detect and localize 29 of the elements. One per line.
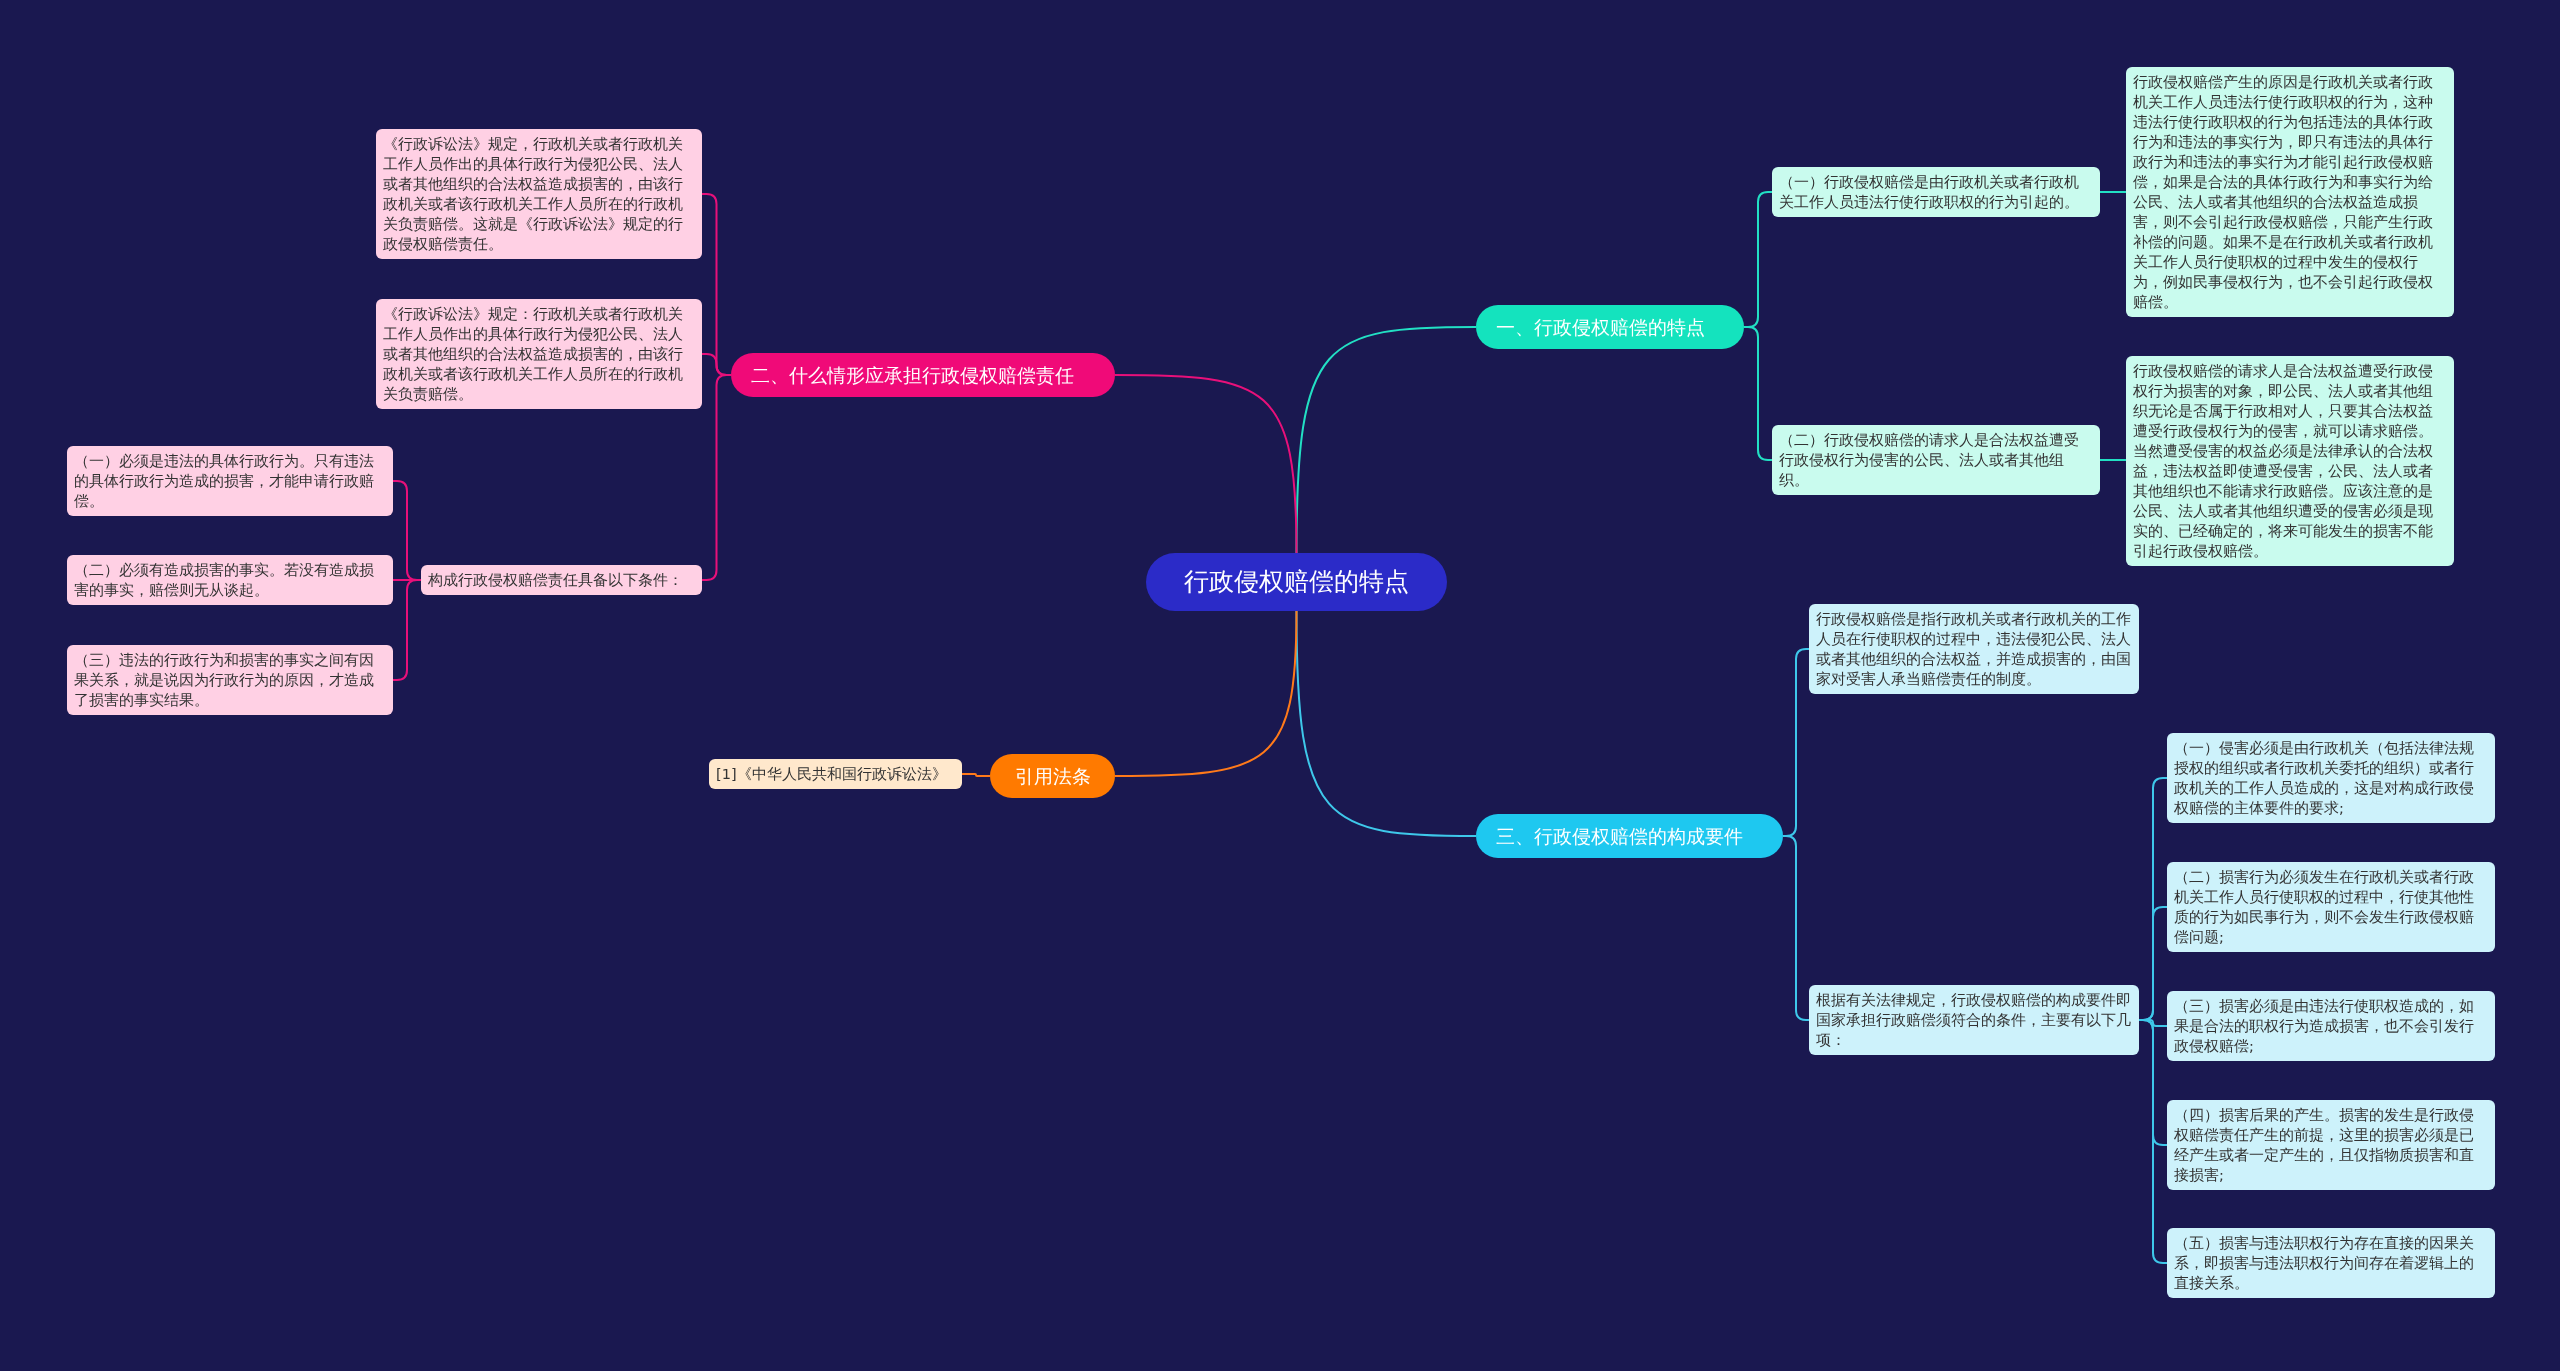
text-card: （五）损害与违法职权行为存在直接的因果关系，即损害与违法职权行为间存在着逻辑上的直接关系。 [2167,1228,2495,1298]
connector-line [1114,374,1298,554]
connector-line [1114,610,1298,777]
connector-line [961,773,991,777]
connector-line [2099,191,2127,193]
connector-line [1295,610,1477,837]
text-card: （二）必须有造成损害的事实。若没有造成损害的事实，赔偿则无从谈起。 [67,555,393,605]
text-card: 《行政诉讼法》规定：行政机关或者行政机关工作人员作出的具体行政行为侵犯公民、法人或者其他组织的合法权益造成损害的，由该行政机关或者该行政机关工作人员所在的行政机关负责赔偿。 [376,299,702,409]
connector-line [2099,459,2127,461]
text-card: 《行政诉讼法》规定，行政机关或者行政机关工作人员作出的具体行政行为侵犯公民、法人或者其他组织的合法权益造成损害的，由该行政机关或者该行政机关工作人员所在的行政机关负责赔偿。这就是《行政诉讼法》规定的行政侵权赔偿责任。 [376,129,702,259]
text-card: 行政侵权赔偿的请求人是合法权益遭受行政侵权行为损害的对象，即公民、法人或者其他组织无论是否属于行政相对人，只要其合法权益遭受行政侵权行为的侵害，就可以请求赔偿。当然遭受侵害的权益必须是法律承认的合法权益，违法权益即使遭受侵害，公民、法人或者其他组织也不能请求行政赔偿。应该注意的是公民、法人或者其他组织遭受的侵害必须是现实的、已经确定的，将来可能发生的损害不能引起行政侵权赔偿。 [2126,356,2454,566]
text-card: [1]《中华人民共和国行政诉讼法》 [709,759,962,789]
text-card: 构成行政侵权赔偿责任具备以下条件： [421,565,702,595]
branch-topic: 一、行政侵权赔偿的特点 [1476,305,1744,349]
text-card: 行政侵权赔偿产生的原因是行政机关或者行政机关工作人员违法行使行政职权的行为，这种违法行使行政职权的行为包括违法的具体行政行为和违法的事实行为，即只有违法的具体行政行为和违法的事实行为才能引起行政侵权赔偿，如果是合法的具体行政行为和事实行为给公民、法人或者其他组织的合法权益造成损害，则不会引起行政侵权赔偿，只能产生行政补偿的问题。如果不是在行政机关或者行政机关工作人员行使职权的过程中发生的侵权行为，例如民事侵权行为，也不会引起行政侵权赔偿。 [2126,67,2454,317]
text-card: （三）违法的行政行为和损害的事实之间有因果关系，就是说因为行政行为的原因，才造成了损害的事实结果。 [67,645,393,715]
text-card: （四）损害后果的产生。损害的发生是行政侵权赔偿责任产生的前提，这里的损害必须是已经产生或者一定产生的，且仅指物质损害和直接损害; [2167,1100,2495,1190]
text-card: （三）损害必须是由违法行使职权造成的，如果是合法的职权行为造成损害，也不会引发行政侵权赔偿; [2167,991,2495,1061]
text-card: （一）行政侵权赔偿是由行政机关或者行政机关工作人员违法行使行政职权的行为引起的。 [1772,167,2100,217]
branch-topic: 二、什么情形应承担行政侵权赔偿责任 [731,353,1115,397]
text-card: 行政侵权赔偿是指行政机关或者行政机关的工作人员在行使职权的过程中，违法侵犯公民、法人或者其他组织的合法权益，并造成损害的，由国家对受害人承当赔偿责任的制度。 [1809,604,2139,694]
text-card: （二）行政侵权赔偿的请求人是合法权益遭受行政侵权行为侵害的公民、法人或者其他组织。 [1772,425,2100,495]
branch-topic: 引用法条 [990,754,1115,798]
text-card: 根据有关法律规定，行政侵权赔偿的构成要件即国家承担行政赔偿须符合的条件，主要有以下几项： [1809,985,2139,1055]
text-card: （一）必须是违法的具体行政行为。只有违法的具体行政行为造成的损害，才能申请行政赔偿。 [67,446,393,516]
text-card: （一）侵害必须是由行政机关（包括法律法规授权的组织或者行政机关委托的组织）或者行政机关的工作人员造成的，这是对构成行政侵权赔偿的主体要件的要求; [2167,733,2495,823]
central-topic: 行政侵权赔偿的特点 [1146,553,1447,611]
text-card: （二）损害行为必须发生在行政机关或者行政机关工作人员行使职权的过程中，行使其他性质的行为如民事行为，则不会发生行政侵权赔偿问题; [2167,862,2495,952]
branch-topic: 三、行政侵权赔偿的构成要件 [1476,814,1783,858]
